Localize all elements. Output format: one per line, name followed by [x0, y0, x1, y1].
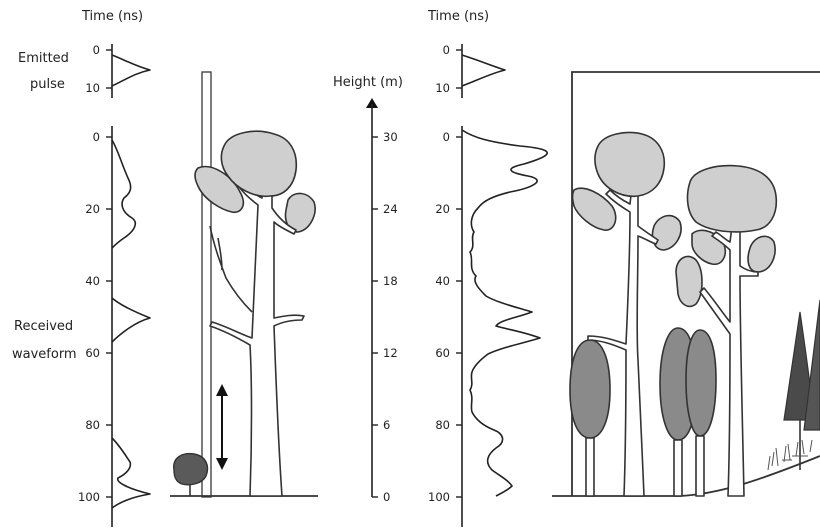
left-emitted-pulse-wave [112, 55, 150, 86]
laser-beam [202, 72, 211, 497]
left-time-axis-title: Time (ns) [81, 9, 143, 24]
dark-oval-crown [686, 330, 716, 436]
dark-oval-trunk [696, 436, 704, 496]
left-received-waveform [112, 140, 150, 508]
left-received-tick-label: 40 [85, 274, 100, 288]
right-emitted-pulse-wave [462, 55, 505, 86]
height-axis: Height (m) 30 24 18 12 6 0 [333, 75, 403, 504]
left-received-ticks [106, 137, 112, 497]
left-received-tick-label: 100 [78, 490, 100, 504]
right-tree1-crown-side [652, 216, 681, 250]
left-tree-scene [170, 72, 318, 497]
right-time-axis-title: Time (ns) [427, 9, 489, 24]
right-forest-scene [552, 72, 820, 496]
right-received-tick-label: 40 [435, 274, 450, 288]
height-axis-tick-label: 18 [383, 274, 398, 288]
left-received-tick-label: 0 [93, 130, 100, 144]
right-received-tick-label: 80 [435, 418, 450, 432]
height-axis-tick-label: 6 [383, 418, 390, 432]
height-axis-tick-label: 30 [383, 130, 398, 144]
right-tree2-crown-top [688, 166, 777, 232]
right-tree2-crown-side [748, 236, 775, 272]
height-axis-tick-label: 24 [383, 202, 398, 216]
left-tree-dead-branch [210, 226, 252, 312]
left-emitted-tick-label: 0 [93, 43, 100, 57]
height-axis-tick-label: 0 [383, 490, 390, 504]
right-tree1-crown-top [595, 133, 664, 197]
left-received-tick-label: 20 [85, 202, 100, 216]
received-waveform-label-line1: Received [14, 319, 73, 334]
right-time-axes: Time (ns) 0 10 0 20 40 60 80 100 [427, 9, 547, 527]
height-axis-tick-label: 12 [383, 346, 398, 360]
right-received-tick-label: 100 [428, 490, 450, 504]
measurement-arrow-up-head [216, 384, 228, 396]
emitted-pulse-label-line2: pulse [30, 77, 65, 92]
right-received-waveform [462, 130, 547, 496]
right-tree1-trunk [588, 186, 658, 496]
left-received-tick-label: 80 [85, 418, 100, 432]
received-waveform-label-line2: waveform [12, 347, 77, 362]
right-received-tick-label: 20 [435, 202, 450, 216]
left-received-tick-label: 60 [85, 346, 100, 360]
right-emitted-tick-label: 10 [435, 81, 450, 95]
left-shrub [174, 454, 208, 485]
emitted-pulse-label-line1: Emitted [18, 51, 69, 66]
measurement-arrow-down-head [216, 458, 228, 470]
ground-grass [768, 440, 812, 470]
dark-oval-trunk [586, 438, 594, 496]
right-received-tick-label: 0 [443, 130, 450, 144]
right-received-tick-label: 60 [435, 346, 450, 360]
dark-oval-crown [570, 340, 610, 438]
right-emitted-tick-label: 0 [443, 43, 450, 57]
left-time-axes: Time (ns) Emitted pulse Received wavefor… [12, 9, 150, 527]
dark-oval-trunk [674, 440, 682, 496]
right-tree2-crown-side [676, 256, 702, 306]
right-received-ticks [456, 137, 462, 497]
left-emitted-tick-label: 10 [85, 81, 100, 95]
height-axis-title: Height (m) [333, 75, 403, 90]
